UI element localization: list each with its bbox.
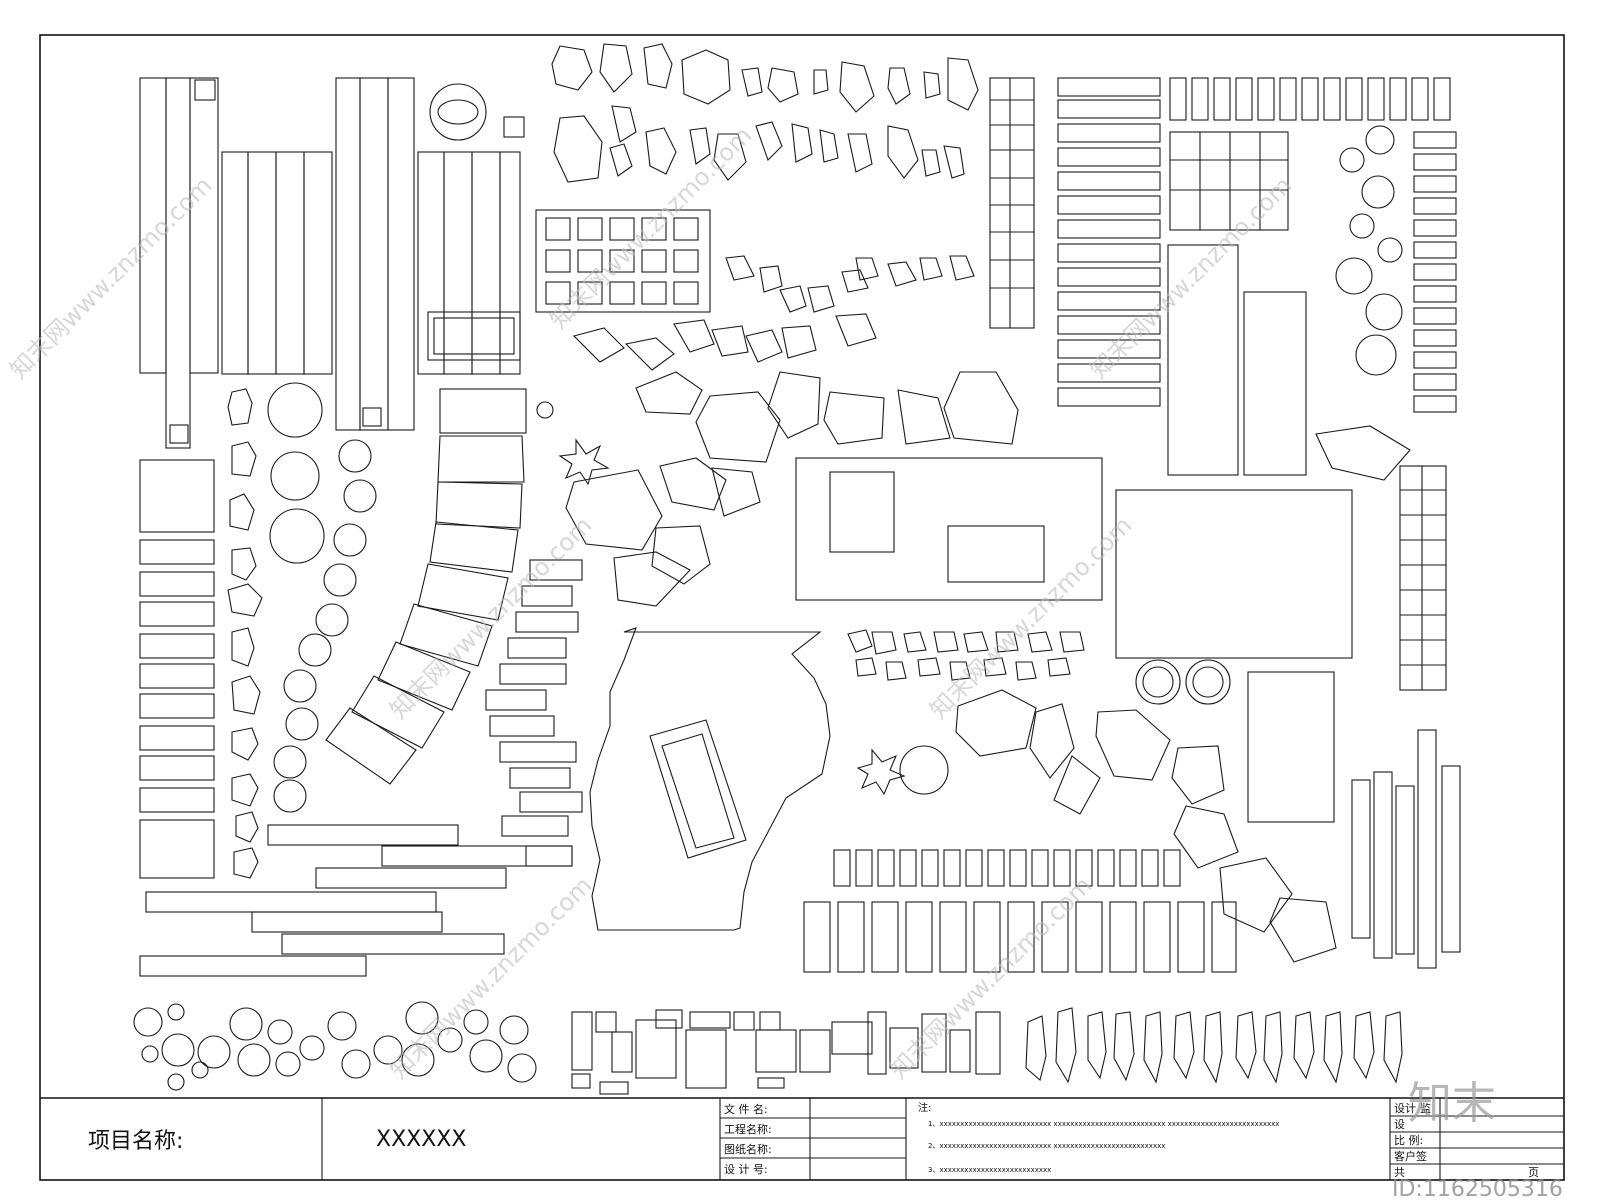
- field-designer: 设: [1394, 1118, 1405, 1131]
- field-client-sign: 客户签: [1394, 1149, 1427, 1163]
- watermark-site: 知末网www.znzmo.com: [4, 171, 217, 384]
- watermark-site: 知末网www.znzmo.com: [1084, 171, 1297, 384]
- watermark-site: 知末网www.znzmo.com: [544, 121, 757, 334]
- field-scale: 比 例:: [1394, 1133, 1423, 1147]
- project-name-value: XXXXXX: [376, 1127, 466, 1152]
- title-block: 项目名称: XXXXXX 文 件 名: 工程名称: 图纸名称: 设 计 号: 注…: [40, 1097, 1564, 1180]
- field-design-number: 设 计 号:: [724, 1163, 768, 1176]
- field-supervise: 监: [1420, 1102, 1431, 1115]
- watermark-site: 知末网www.znzmo.com: [924, 511, 1137, 724]
- sheet-border: [39, 34, 1565, 1181]
- watermark-site: 知末网www.znzmo.com: [884, 871, 1097, 1084]
- field-design: 设计: [1394, 1102, 1416, 1115]
- watermark-layer: 知末网www.znzmo.com 知末网www.znzmo.com 知末网www…: [4, 121, 1297, 1084]
- watermark-site: 知末网www.znzmo.com: [384, 871, 597, 1084]
- watermark-site: 知末网www.znzmo.com: [384, 511, 597, 724]
- field-total: 共: [1394, 1166, 1405, 1179]
- field-page: 页: [1528, 1166, 1539, 1179]
- image-id: ID:1162505316: [1392, 1177, 1563, 1200]
- note-3: 3、xxxxxxxxxxxxxxxxxxxxxxxxxxx: [928, 1166, 1051, 1174]
- field-drawing-name: 图纸名称:: [724, 1142, 772, 1156]
- brand-logo: 知末: [1408, 1078, 1496, 1129]
- project-name-label: 项目名称:: [88, 1129, 183, 1154]
- note-2: 2、xxxxxxxxxxxxxxxxxxxxxxxxxxx xxxxxxxxxx…: [928, 1142, 1165, 1150]
- note-1: 1、xxxxxxxxxxxxxxxxxxxxxxxxxxx xxxxxxxxxx…: [928, 1120, 1279, 1128]
- notes-label: 注:: [918, 1101, 931, 1114]
- field-project-name: 工程名称:: [724, 1122, 772, 1136]
- field-file-name: 文 件 名:: [724, 1102, 768, 1116]
- paving-elements: [133, 43, 1461, 1095]
